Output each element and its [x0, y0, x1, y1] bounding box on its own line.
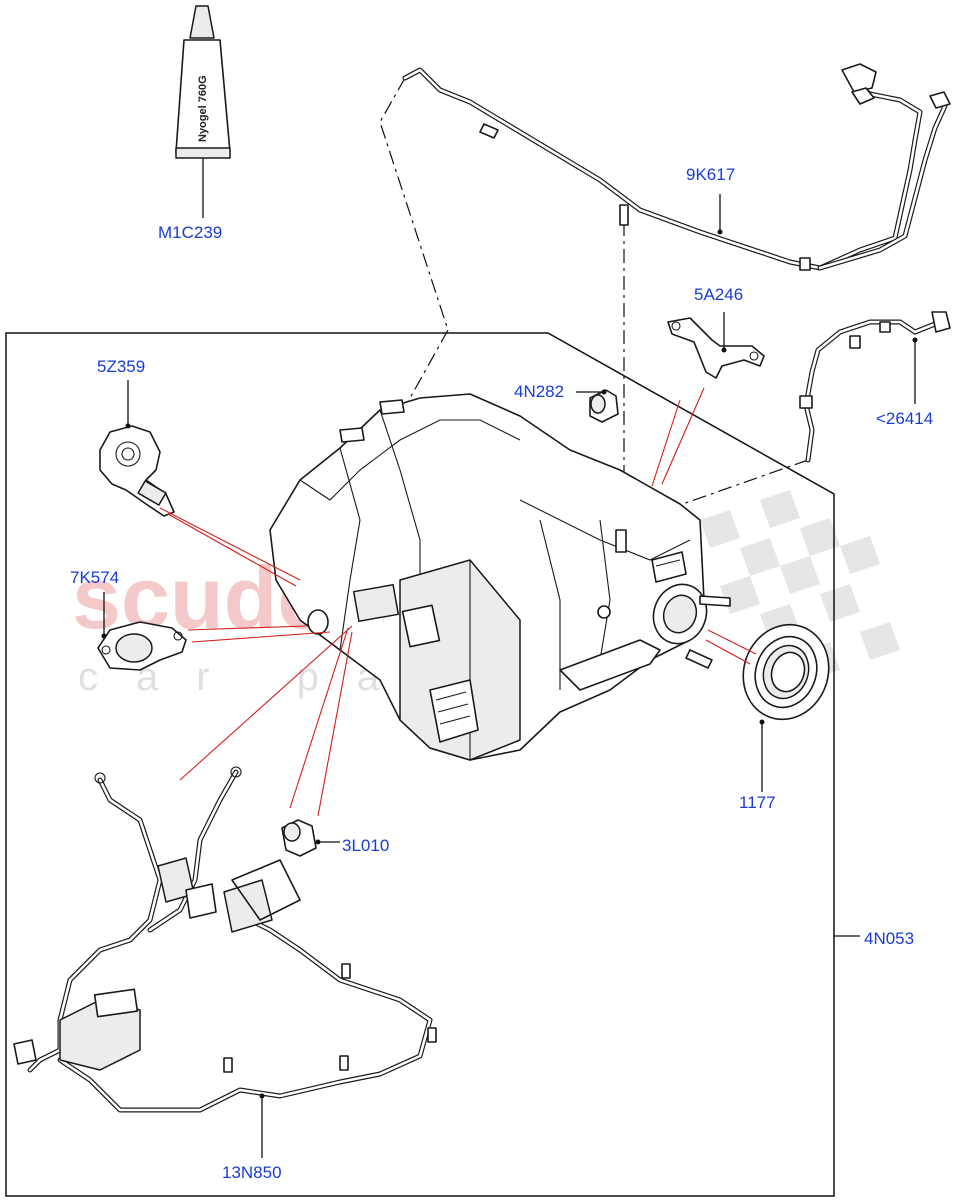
- vent-pipe: [402, 63, 951, 271]
- label-5z359: 5Z359: [97, 357, 145, 376]
- label-13n850: 13N850: [222, 1163, 282, 1182]
- label-3l010: 3L010: [342, 836, 389, 855]
- drive-unit: [269, 393, 731, 761]
- callouts: M1C239 9K617 5A246 5Z359 4N282 <26414 7K…: [70, 165, 933, 1182]
- seal-1177: [742, 623, 830, 721]
- highlight-lines: [159, 387, 757, 817]
- assembly-frame: [5, 332, 835, 1197]
- solenoid-7k574: [97, 621, 187, 671]
- label-4n053: 4N053: [864, 929, 914, 948]
- wiring-harness: [13, 766, 437, 1113]
- label-26414: <26414: [876, 409, 933, 428]
- bush-4n282: [589, 389, 619, 423]
- label-9k617: 9K617: [686, 165, 735, 184]
- label-1177: 1177: [739, 793, 776, 812]
- label-m1c239: M1C239: [158, 223, 222, 242]
- label-4n282: 4N282: [514, 382, 564, 401]
- sensor-5z359: [99, 425, 175, 517]
- tube-print: Nyogel 760G: [197, 75, 209, 142]
- label-5a246: 5A246: [694, 285, 743, 304]
- breather-hose: [799, 311, 951, 463]
- grease-tube: Nyogel 760G: [175, 5, 231, 159]
- bush-3l010: [281, 819, 317, 857]
- leader-lines: [101, 158, 918, 1158]
- bracket-part: [667, 317, 765, 379]
- label-7k574: 7K574: [70, 568, 119, 587]
